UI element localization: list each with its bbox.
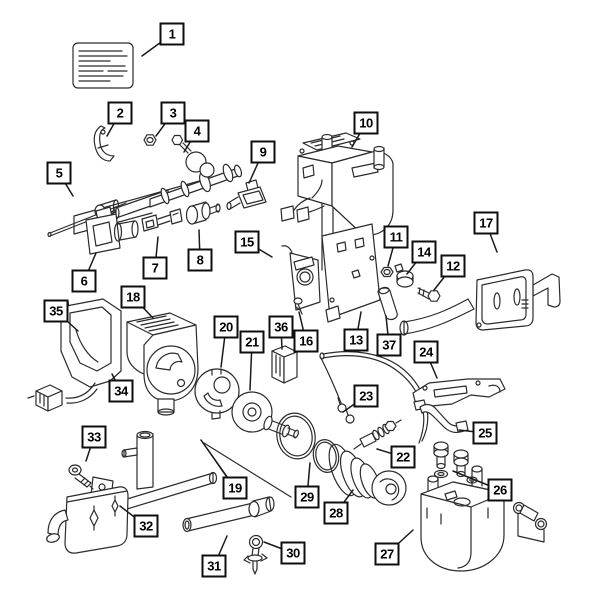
- callout-8: 8: [187, 248, 213, 272]
- shaft-assembly-illustration: [112, 134, 243, 220]
- hose-connector-illustration: [27, 382, 98, 412]
- callout-14: 14: [411, 240, 437, 264]
- callout-35: 35: [43, 299, 69, 323]
- callout-13: 13: [343, 328, 369, 352]
- callout-18: 18: [120, 285, 146, 309]
- link-parts-illustration: [141, 208, 183, 232]
- small-nut-illustration: [380, 266, 394, 278]
- callout-2: 2: [107, 101, 133, 125]
- bearing-flange-illustration: [231, 391, 299, 439]
- callout-4: 4: [184, 119, 210, 143]
- exhaust-hose-illustration: [377, 286, 475, 336]
- callout-1: 1: [159, 22, 185, 46]
- callout-37: 37: [376, 333, 402, 357]
- callout-10: 10: [353, 111, 379, 135]
- callout-17: 17: [473, 211, 499, 235]
- o-rings-illustration: [276, 412, 340, 473]
- callout-33: 33: [81, 425, 107, 449]
- lower-housing-illustration: [420, 465, 505, 572]
- muffler-illustration: [475, 269, 561, 331]
- callout-6: 6: [71, 269, 97, 293]
- clevis-block-illustration: [85, 206, 139, 255]
- callout-25: 25: [472, 421, 498, 445]
- bolt-illustration: [417, 287, 441, 302]
- screw-illustration: [68, 464, 94, 490]
- glow-plug-illustration: [353, 419, 402, 450]
- callout-34: 34: [108, 379, 134, 403]
- fuel-pump-bracket-illustration: [281, 245, 321, 315]
- callout-21: 21: [239, 330, 265, 354]
- callout-24: 24: [413, 340, 439, 364]
- callout-23: 23: [353, 384, 379, 408]
- callout-15: 15: [234, 230, 260, 254]
- valve-illustration: [185, 201, 221, 225]
- callout-31: 31: [201, 554, 227, 578]
- strap-bracket-illustration: [413, 399, 469, 433]
- nut-illustration: [143, 134, 157, 146]
- callout-20: 20: [213, 315, 239, 339]
- callout-16: 16: [293, 329, 319, 353]
- callout-36: 36: [268, 315, 294, 339]
- callout-19: 19: [222, 476, 248, 500]
- cam-disc-illustration: [194, 368, 240, 420]
- bracket-illustration: [93, 125, 115, 162]
- info-label-illustration: [72, 42, 134, 89]
- callout-12: 12: [440, 254, 466, 278]
- callout-22: 22: [390, 445, 416, 469]
- blower-housing-illustration: [126, 312, 199, 416]
- fuel-lines-illustration: [319, 351, 429, 444]
- bracket-plate-illustration: [412, 378, 506, 407]
- callout-11: 11: [383, 225, 409, 249]
- callout-32: 32: [133, 514, 159, 538]
- callout-28: 28: [323, 501, 349, 525]
- callout-5: 5: [46, 161, 72, 185]
- callout-27: 27: [374, 542, 400, 566]
- clip-illustration: [243, 534, 268, 575]
- callout-9: 9: [250, 140, 276, 164]
- callout-29: 29: [294, 485, 320, 509]
- shoulder-bolts-illustration: [433, 441, 478, 484]
- pipe-illustration: [182, 496, 275, 533]
- intake-muffler-illustration: [46, 430, 218, 554]
- callout-30: 30: [280, 541, 306, 565]
- clamp-illustration: [394, 263, 414, 288]
- bushings-illustration: [512, 501, 548, 543]
- mounting-plate-illustration: [321, 223, 381, 323]
- sensor-illustration: [226, 179, 267, 211]
- callout-26: 26: [487, 478, 513, 502]
- callout-3: 3: [160, 101, 186, 125]
- callout-7: 7: [142, 256, 168, 280]
